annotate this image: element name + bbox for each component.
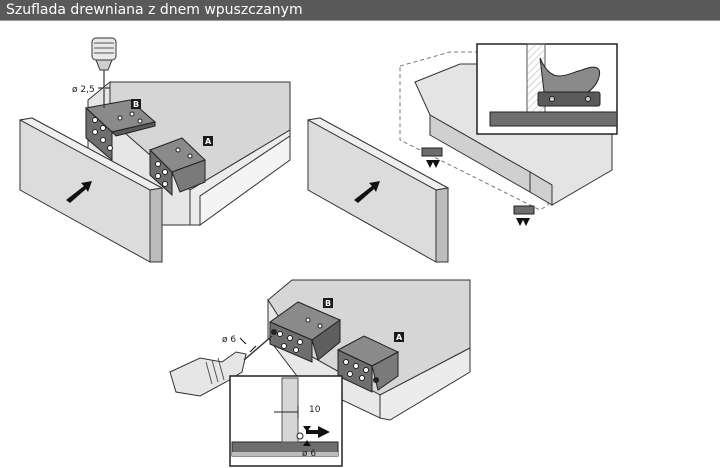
step1-push-arrow <box>66 181 92 203</box>
step2-front-panel <box>307 117 449 263</box>
page-title: Szuflada drewniana z dnem wpuszczanym <box>6 2 303 18</box>
step3-bracket-drilling: ø 6 B A 10 ø 6 <box>169 279 471 467</box>
step3-bracket-a <box>336 335 400 393</box>
step1-bracket-a <box>149 137 206 197</box>
svg-text:B: B <box>133 100 139 109</box>
step2-clip-front <box>421 147 443 168</box>
svg-text:B: B <box>325 299 331 308</box>
step1-drawer-drilling: ø 2,5 B A <box>18 37 291 263</box>
step1-drill-diameter-label: ø 2,5 <box>72 85 95 95</box>
step3-dim-6-label: ø 6 <box>302 449 316 459</box>
step3-detail-inset <box>229 375 343 467</box>
step3-dim-10-label: 10 <box>309 405 321 415</box>
step3-bracket-b <box>268 301 342 363</box>
step1-drill <box>91 37 117 108</box>
assembly-diagram: ø 2,5 B A <box>18 37 618 467</box>
step2-clip-back <box>513 205 535 226</box>
step2-detail-inset <box>476 43 618 135</box>
step3-detail-arrow <box>306 426 330 438</box>
title-bar: Szuflada drewniana z dnem wpuszczanym <box>0 0 720 20</box>
step2-drawer-mounting <box>306 43 618 263</box>
step1-badge-a: A <box>203 136 213 146</box>
step3-drill <box>169 335 273 397</box>
svg-text:A: A <box>396 333 403 342</box>
step3-badge-b: B <box>323 298 333 308</box>
svg-text:A: A <box>205 137 212 146</box>
step3-badge-a: A <box>394 332 404 342</box>
step2-push-arrow <box>354 181 380 203</box>
step1-badge-b: B <box>131 99 141 109</box>
title-divider <box>0 20 720 21</box>
step3-drill-diameter-label: ø 6 <box>222 335 236 345</box>
